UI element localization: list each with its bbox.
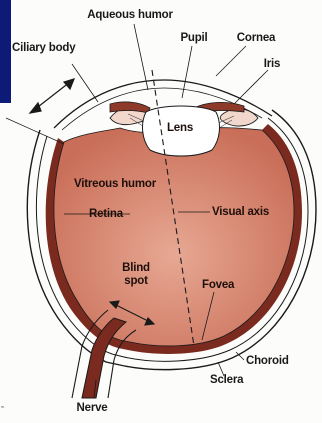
ciliary-guide-line <box>6 118 64 144</box>
label-ciliary-body: Ciliary body <box>12 42 75 54</box>
label-aqueous-humor: Aqueous humor <box>87 9 173 21</box>
label-fovea: Fovea <box>202 279 234 291</box>
label-blind-spot-line1: Blind <box>122 262 150 275</box>
label-nerve: Nerve <box>77 402 108 414</box>
ciliary-body-arrow <box>30 79 74 113</box>
label-visual-axis: Visual axis <box>212 206 269 218</box>
label-iris: Iris <box>264 58 280 70</box>
edge-mark: m <box>1 404 4 409</box>
label-retina: Retina <box>89 208 123 220</box>
label-blind-spot-line2: spot <box>122 275 150 288</box>
label-lens: Lens <box>167 122 193 134</box>
label-choroid: Choroid <box>246 355 289 367</box>
label-blind-spot: Blind spot <box>122 262 150 288</box>
label-vitreous-humor: Vitreous humor <box>74 178 156 190</box>
label-pupil: Pupil <box>180 32 207 44</box>
label-sclera: Sclera <box>210 374 243 386</box>
label-cornea: Cornea <box>237 32 275 44</box>
